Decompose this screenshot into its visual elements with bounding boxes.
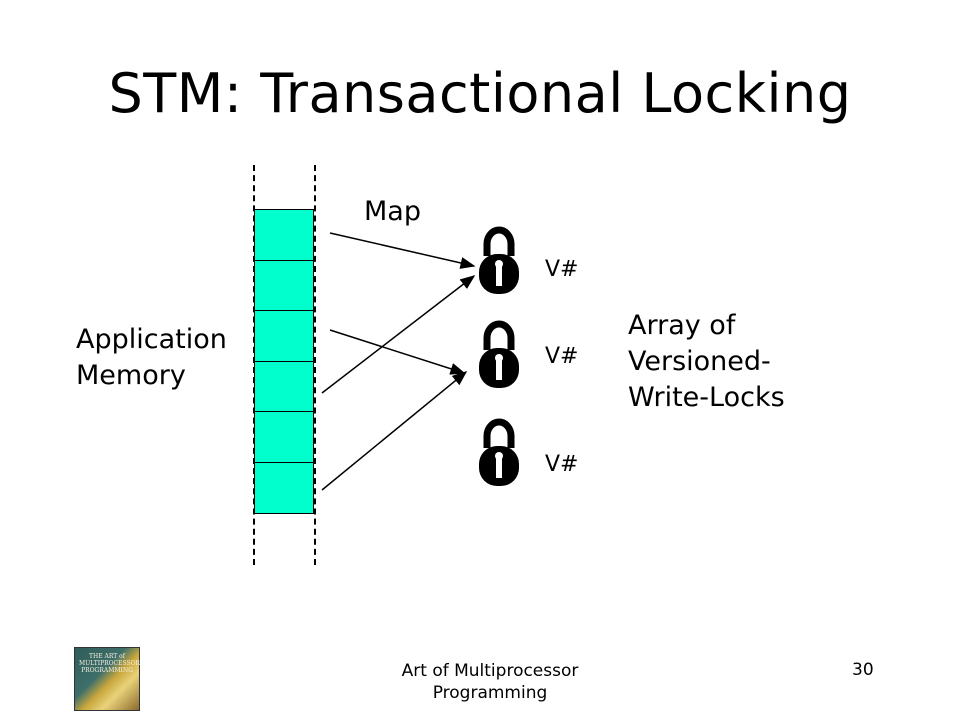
memory-boundary-right xyxy=(314,165,316,565)
lock-array-line1: Array of xyxy=(628,310,736,341)
version-number: V# xyxy=(545,452,579,477)
page-number: 30 xyxy=(852,660,874,680)
footer-line2: Programming xyxy=(432,683,548,703)
version-number: V# xyxy=(545,344,579,369)
lock-array-line2: Versioned- xyxy=(628,346,771,377)
book-cover-icon: THE ART of MULTIPROCESSOR PROGRAMMING xyxy=(74,647,140,711)
lock-array-line3: Write-Locks xyxy=(628,382,785,413)
memory-cell xyxy=(254,360,314,413)
map-arrow xyxy=(329,232,476,269)
map-label: Map xyxy=(364,196,421,227)
padlock-icon xyxy=(479,418,519,486)
memory-cell xyxy=(254,310,314,362)
lock-array-label: Array of Versioned- Write-Locks xyxy=(628,308,785,416)
map-arrow xyxy=(329,329,466,375)
map-arrow xyxy=(321,371,468,491)
book-cover-title: THE ART of MULTIPROCESSOR PROGRAMMING xyxy=(79,653,141,674)
padlock-icon xyxy=(479,320,519,388)
padlock-icon xyxy=(479,226,519,294)
version-number: V# xyxy=(545,257,579,282)
slide-title: STM: Transactional Locking xyxy=(108,62,852,125)
map-arrow xyxy=(321,275,476,394)
application-memory-line2: Memory xyxy=(76,360,186,391)
application-memory-line1: Application xyxy=(76,324,227,355)
application-memory-column xyxy=(254,209,314,514)
memory-cell xyxy=(254,259,314,312)
memory-cell xyxy=(254,209,314,261)
footer-text: Art of Multiprocessor Programming xyxy=(370,660,610,704)
memory-cell xyxy=(254,461,314,514)
application-memory-label: Application Memory xyxy=(76,322,227,394)
footer-line1: Art of Multiprocessor xyxy=(401,661,579,681)
